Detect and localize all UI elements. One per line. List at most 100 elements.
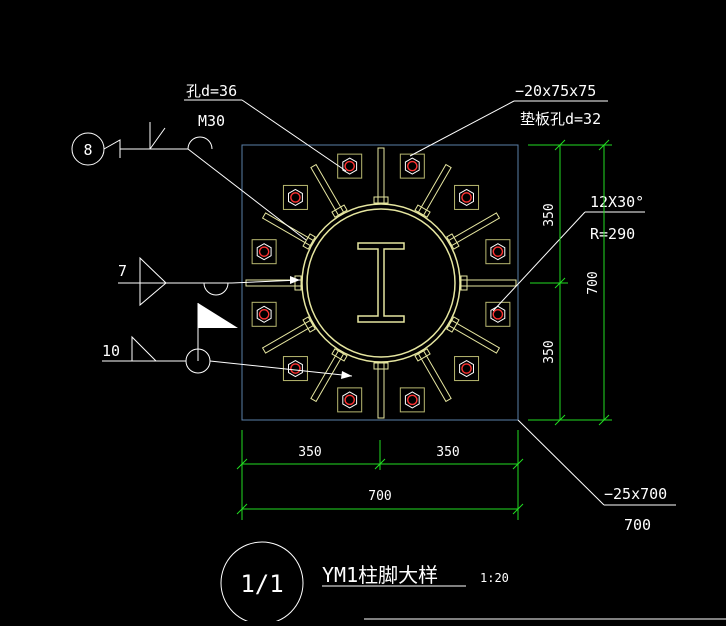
stiffener-spec-label: 12X30° <box>590 193 644 211</box>
weld-8-fillet-mark-2 <box>149 127 166 150</box>
stiffener-plate <box>460 275 517 291</box>
stiffener-base <box>373 362 389 370</box>
stiffener-plate <box>261 212 316 250</box>
bolt-hole <box>492 309 504 320</box>
bolt-nut-hex <box>490 243 506 261</box>
plate-leader-line <box>517 419 605 506</box>
stiffener-plate <box>373 362 389 419</box>
stiffener-plate <box>310 163 348 218</box>
dim-half-right: 350 <box>436 445 459 460</box>
anchor-bolt <box>282 184 308 210</box>
anchor-bolt <box>454 184 480 210</box>
weld-7-label: 7 <box>118 262 127 280</box>
stiffener-plate <box>446 212 501 250</box>
stiffener-base <box>460 275 468 291</box>
dim-vert-top: 350 <box>542 203 557 226</box>
m30-label: M30 <box>198 112 225 130</box>
angle-spec-label: −20x75x75 <box>515 82 596 100</box>
weld-10-triangle <box>131 335 157 362</box>
plate-size-label: 700 <box>624 516 651 534</box>
stiffener-web <box>377 362 385 419</box>
stiffener-base <box>446 233 460 250</box>
bolt-hole <box>461 363 472 374</box>
radius-label: R=290 <box>590 225 635 243</box>
weld-7-arrowhead <box>290 276 300 284</box>
anchor-bolt <box>485 239 511 265</box>
bolt-washer-plate <box>282 184 308 210</box>
weld-7-field-weld <box>203 282 229 296</box>
stiffener-base <box>446 316 460 333</box>
bolt-hole <box>290 192 301 203</box>
i-beam-symbol <box>357 242 405 323</box>
anchor-bolts-group <box>251 153 511 413</box>
stiffener-base <box>302 233 316 250</box>
bolt-washer-plate <box>251 301 277 327</box>
washer-hole-label: 垫板孔d=32 <box>520 110 601 128</box>
stiffener-base <box>294 275 302 291</box>
weld-10-arrowhead <box>341 371 352 379</box>
bolt-washer-plate <box>251 239 277 265</box>
weld-7-leader <box>231 279 301 284</box>
stiffeners-group <box>245 147 517 419</box>
stiffener-base <box>302 316 316 333</box>
stiffener-plate <box>414 348 452 403</box>
anchor-bolt <box>282 356 308 382</box>
weld-8-arrow <box>103 139 121 158</box>
stiffener-plate <box>414 163 452 218</box>
bolt-nut-hex <box>342 157 358 175</box>
anchor-bolt <box>337 387 363 413</box>
hole-diameter-label: 孔d=36 <box>186 82 237 100</box>
bolt-washer-plate <box>454 184 480 210</box>
bolt-hole <box>407 394 418 406</box>
weld-8-field-weld <box>187 136 213 150</box>
bolt-hole <box>344 160 355 172</box>
vertical-dimensions <box>528 139 612 426</box>
plate-spec-label: −25x700 <box>604 485 667 503</box>
bolt-hole <box>407 160 418 172</box>
stiffener-web <box>377 147 385 204</box>
bolt-washer-plate <box>337 153 363 179</box>
dim-total: 700 <box>368 489 391 504</box>
bolt-washer-plate <box>485 239 511 265</box>
weld-10-leader <box>209 360 353 377</box>
stiffener-plate <box>245 275 302 291</box>
bolt-nut-hex <box>459 360 474 378</box>
bolt-washer-plate <box>485 301 511 327</box>
weld-8-label: 8 <box>83 141 92 159</box>
anchor-bolt <box>251 301 277 327</box>
dim-vert-total: 700 <box>586 271 601 294</box>
bolt-nut-hex <box>288 188 303 206</box>
column-inner-circle <box>306 208 456 358</box>
bolt-hole <box>258 309 270 320</box>
bolt-hole <box>290 363 301 374</box>
dim-vert-bottom: 350 <box>542 340 557 363</box>
detail-number: 1/1 <box>240 570 283 598</box>
scale-label: 1:20 <box>480 571 509 585</box>
stiffener-base <box>331 348 348 362</box>
stiffener-plate <box>261 316 316 354</box>
column-outer-circle <box>301 203 461 363</box>
stiffener-base <box>414 348 431 362</box>
stiffener-base <box>414 204 431 218</box>
anchor-bolt <box>337 153 363 179</box>
anchor-bolt <box>399 387 425 413</box>
bolt-nut-hex <box>404 391 420 409</box>
stiffener-base <box>331 204 348 218</box>
bolt-washer-plate <box>454 356 480 382</box>
horizontal-dimensions <box>236 430 524 520</box>
bolt-washer-plate <box>399 153 425 179</box>
bolt-nut-hex <box>288 360 303 378</box>
anchor-bolt <box>251 239 277 265</box>
bolt-nut-hex <box>342 391 358 409</box>
stiffener-plate <box>446 316 501 354</box>
bolt-nut-hex <box>256 243 272 261</box>
weld-8-leader <box>187 148 307 241</box>
bolt-washer-plate <box>337 387 363 413</box>
bolt-nut-hex <box>256 305 272 323</box>
bolt-hole <box>344 394 355 406</box>
anchor-bolt <box>485 301 511 327</box>
stiffener-leader-line <box>492 211 586 312</box>
dim-half-left: 350 <box>298 445 321 460</box>
bolt-hole <box>258 246 270 257</box>
